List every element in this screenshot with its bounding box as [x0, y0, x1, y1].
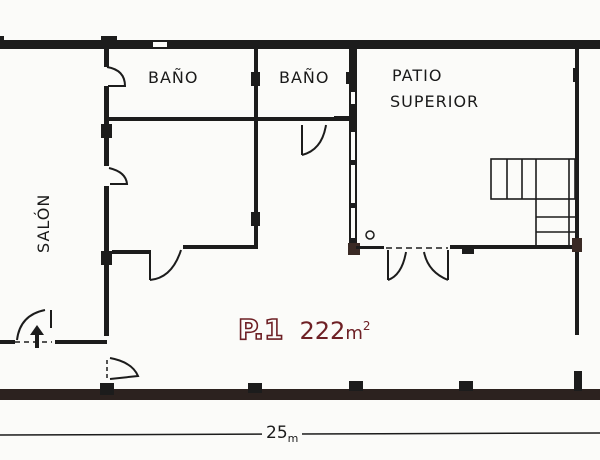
room-label-patio-line1: PATIO [392, 66, 443, 85]
dimension-unit: m [287, 432, 299, 445]
room-label-patio-line2: SUPERIOR [390, 92, 480, 111]
dimension-label: 25m [262, 423, 303, 445]
floor-name: P.1 [237, 312, 284, 347]
dimension-value: 25 [266, 423, 288, 443]
stairs-icon [490, 158, 576, 245]
exterior-wall-bottom [0, 389, 600, 400]
entrance-arrow-icon [30, 325, 44, 348]
room-label-bano-1: BAÑO [148, 68, 199, 87]
room-label-salon: SALÓN [34, 193, 53, 253]
floor-area-exp: 2 [362, 319, 371, 333]
exterior-wall-top [0, 40, 600, 49]
floor-area-value: 222 [299, 317, 346, 345]
room-label-bano-2: BAÑO [279, 68, 330, 87]
floor-area-unit: m [345, 323, 363, 344]
floor-area-label: P.1 222m2 [237, 312, 371, 347]
